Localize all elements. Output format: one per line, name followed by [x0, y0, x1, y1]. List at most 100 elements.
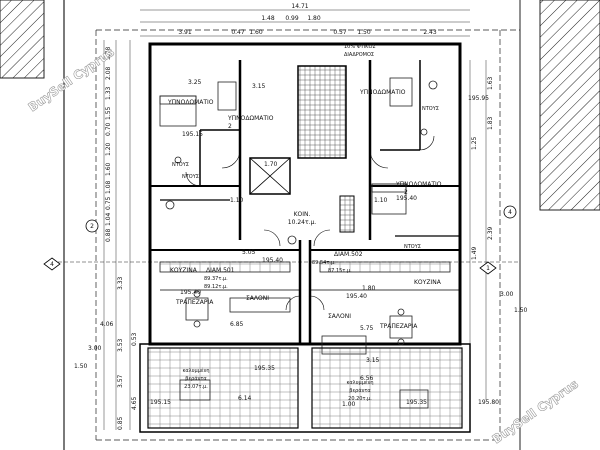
svg-text:195.80: 195.80: [478, 399, 499, 406]
svg-text:195.95: 195.95: [468, 95, 489, 102]
svg-text:0.70: 0.70: [105, 122, 112, 136]
svg-text:3.25: 3.25: [188, 79, 202, 86]
apartment-501: ΔΙΑΜ.501: [206, 267, 235, 274]
room-shower-1: ΝΤΟΥΣ: [172, 162, 189, 168]
svg-text:87.15τ.μ.: 87.15τ.μ.: [328, 268, 352, 274]
svg-text:βεράντα: βεράντα: [185, 375, 207, 382]
svg-text:3.91: 3.91: [178, 29, 192, 36]
svg-text:1.33: 1.33: [105, 86, 112, 100]
svg-text:195.40: 195.40: [262, 257, 283, 264]
svg-text:BuySell Cyprus: BuySell Cyprus: [490, 377, 581, 447]
right-dimensions: 1.63 1.83 1.25 2.39 1.49 3.00 1.50: [471, 76, 528, 314]
svg-text:1.00: 1.00: [342, 401, 356, 408]
svg-text:0.75: 0.75: [105, 196, 112, 210]
axis-markers: 4 2 4 1: [43, 205, 517, 275]
svg-text:1.10: 1.10: [230, 197, 244, 204]
veranda-left: [147, 347, 299, 429]
svg-text:195.15: 195.15: [182, 131, 203, 138]
svg-text:1.50: 1.50: [357, 29, 371, 36]
svg-text:βεράντα: βεράντα: [349, 387, 371, 394]
veranda-left-label: καλυμμένη: [182, 367, 209, 374]
svg-text:10% ΦΤΙΚΟΣ: 10% ΦΤΙΚΟΣ: [344, 44, 376, 50]
svg-text:6.85: 6.85: [230, 321, 244, 328]
svg-text:2.08: 2.08: [105, 66, 112, 80]
svg-text:1.63: 1.63: [487, 76, 494, 90]
furniture: [159, 77, 451, 355]
left-dimensions: 3.78 2.08 1.33 1.55 0.70 1.20 1.60 1.08 …: [74, 46, 138, 430]
room-bedroom-2: ΥΠΝΟΔΩΜΑΤΙΟ: [227, 115, 274, 122]
svg-text:1.20: 1.20: [105, 142, 112, 156]
svg-text:195.40: 195.40: [180, 289, 201, 296]
top-dimensions: 14.71 1.48 0.99 1.80 3.91 0.47 1.60 0.57…: [178, 3, 437, 58]
svg-text:1.49: 1.49: [471, 246, 478, 260]
axis-marker-2: [85, 219, 99, 233]
room-shower-2: ΝΤΟΥΣ: [182, 174, 199, 180]
door-swings: [185, 135, 435, 311]
svg-text:4: 4: [50, 261, 54, 268]
adjacent-plot-right: [539, 0, 600, 211]
svg-text:1.08: 1.08: [105, 180, 112, 194]
svg-text:5.05: 5.05: [242, 249, 256, 256]
axis-marker-left: [43, 257, 61, 271]
room-bedroom-1: ΥΠΝΟΔΩΜΑΤΙΟ: [167, 99, 214, 106]
svg-text:20.20τ.μ.: 20.20τ.μ.: [348, 396, 372, 402]
svg-text:195.15: 195.15: [150, 399, 171, 406]
svg-text:1.50: 1.50: [514, 307, 528, 314]
room-kitchen-right: ΚΟΥΖΙΝΑ: [414, 279, 442, 286]
svg-text:1.55: 1.55: [105, 106, 112, 120]
svg-text:3.78: 3.78: [105, 46, 112, 60]
svg-text:1.60: 1.60: [105, 162, 112, 176]
axis-marker-right: [503, 205, 517, 219]
svg-text:2: 2: [228, 123, 232, 130]
veranda-right-label: καλυμμένη: [346, 379, 373, 386]
svg-text:3.00: 3.00: [500, 291, 514, 298]
apartment-502: ΔΙΑΜ.502: [334, 251, 363, 258]
room-bedroom-3: ΥΠΝΟΔΩΜΑΤΙΟ: [359, 89, 406, 96]
svg-text:4.06: 4.06: [100, 321, 114, 328]
room-dining-right: ΤΡΑΠΕΖΑΡΙΑ: [379, 323, 418, 330]
room-bedroom-4: ΥΠΝΟΔΩΜΑΤΙΟ: [395, 181, 442, 188]
svg-text:89.12τ.μ.: 89.12τ.μ.: [204, 284, 228, 290]
svg-text:6.14: 6.14: [238, 395, 252, 402]
plot-boundary: [46, 0, 521, 450]
room-lobby: ΚΟΙΝ.: [294, 211, 311, 218]
svg-text:0.85: 0.85: [117, 416, 124, 430]
room-kitchen-left: ΚΟΥΖΙΝΑ: [170, 267, 198, 274]
svg-text:3.53: 3.53: [117, 338, 124, 352]
room-shower-3: ΝΤΟΥΣ: [422, 106, 439, 112]
svg-text:3.57: 3.57: [117, 374, 124, 388]
svg-text:4.65: 4.65: [131, 396, 138, 410]
svg-text:2: 2: [90, 223, 94, 230]
svg-text:2.39: 2.39: [487, 226, 494, 240]
interior-dimensions: 3.25 3.15 1.70 1.10 1.10 5.05 6.85 5.75 …: [188, 79, 388, 408]
svg-text:89.37τ.μ.: 89.37τ.μ.: [204, 276, 228, 282]
svg-text:1.80: 1.80: [362, 285, 376, 292]
svg-text:195.35: 195.35: [254, 365, 275, 372]
svg-text:14.71: 14.71: [291, 3, 308, 10]
svg-text:1.10: 1.10: [374, 197, 388, 204]
svg-text:2.43: 2.43: [423, 29, 437, 36]
svg-text:1.48: 1.48: [261, 15, 275, 22]
svg-text:1.83: 1.83: [487, 116, 494, 130]
room-shower-4: ΝΤΟΥΣ: [404, 244, 421, 250]
svg-text:1.50: 1.50: [74, 363, 88, 370]
svg-text:1.80: 1.80: [307, 15, 321, 22]
svg-text:195.35: 195.35: [406, 399, 427, 406]
svg-text:0.88: 0.88: [105, 228, 112, 242]
svg-text:2: 2: [404, 189, 408, 196]
room-dining-left: ΤΡΑΠΕΖΑΡΙΑ: [175, 299, 214, 306]
apartment-labels: ΔΙΑΜ.501 89.37τ.μ. 89.12τ.μ. ΔΙΑΜ.502 89…: [204, 251, 363, 290]
svg-text:10.24τ.μ.: 10.24τ.μ.: [288, 219, 317, 226]
svg-text:0.53: 0.53: [131, 332, 138, 346]
svg-text:0.99: 0.99: [285, 15, 299, 22]
svg-text:89.54τ.μ.: 89.54τ.μ.: [312, 260, 336, 266]
svg-text:6.56: 6.56: [360, 375, 374, 382]
svg-text:1.60: 1.60: [249, 29, 263, 36]
svg-text:ΔΙΑΔΡΟΜΟΣ: ΔΙΑΔΡΟΜΟΣ: [344, 52, 374, 58]
svg-text:195.40: 195.40: [346, 293, 367, 300]
svg-text:5.75: 5.75: [360, 325, 374, 332]
svg-text:4: 4: [508, 209, 512, 216]
svg-text:0.57: 0.57: [333, 29, 347, 36]
svg-text:3.15: 3.15: [366, 357, 380, 364]
